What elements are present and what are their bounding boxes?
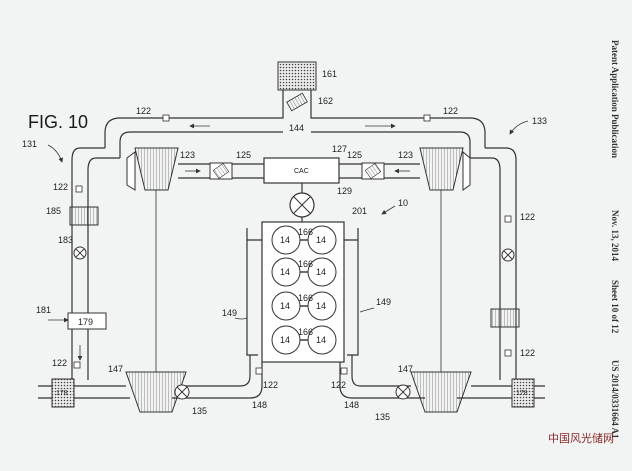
label-133: 133 bbox=[532, 116, 547, 126]
compressor-right bbox=[419, 147, 471, 191]
label-148-left: 148 bbox=[252, 400, 267, 410]
component-178-left bbox=[51, 378, 75, 408]
watermark: 中国风光储网 bbox=[548, 431, 614, 445]
label-122-ll: 122 bbox=[52, 358, 67, 368]
label-144: 144 bbox=[289, 123, 304, 133]
figure-label: FIG. 10 bbox=[28, 112, 88, 132]
label-129: 129 bbox=[337, 186, 352, 196]
label-147-left: 147 bbox=[108, 364, 123, 374]
cylinder-label: 14 bbox=[280, 267, 290, 277]
label-183: 183 bbox=[58, 235, 73, 245]
cylinder-label: 14 bbox=[316, 301, 326, 311]
label-185: 185 bbox=[46, 206, 61, 216]
label-10: 10 bbox=[398, 198, 408, 208]
cylinder-label: 14 bbox=[316, 235, 326, 245]
label-135-right: 135 bbox=[375, 412, 390, 422]
publication-title: Patent Application Publication bbox=[610, 40, 620, 158]
compressor-left bbox=[126, 147, 179, 191]
sensor-122-top-left bbox=[162, 114, 170, 122]
sensor-122-top-right bbox=[423, 114, 431, 122]
injector-label: 166 bbox=[298, 227, 313, 237]
label-147-right: 147 bbox=[398, 364, 413, 374]
sensor-122-right bbox=[504, 215, 512, 223]
cylinder-label: 14 bbox=[316, 335, 326, 345]
label-123-right: 123 bbox=[398, 150, 413, 160]
label-122-cr: 122 bbox=[331, 380, 346, 390]
component-right-185 bbox=[490, 308, 520, 328]
injector-label: 166 bbox=[298, 259, 313, 269]
label-149-left: 149 bbox=[222, 308, 237, 318]
component-185 bbox=[69, 206, 99, 226]
cylinder-label: 14 bbox=[280, 335, 290, 345]
label-125-left: 125 bbox=[236, 150, 251, 160]
cylinder-label: 14 bbox=[316, 267, 326, 277]
label-122-tr: 122 bbox=[443, 106, 458, 116]
sensor-122-left bbox=[75, 185, 83, 193]
label-178-left: 178 bbox=[56, 390, 68, 397]
side-header: Patent Application Publication Nov. 13, … bbox=[610, 40, 620, 439]
air-intake-filter bbox=[277, 61, 317, 112]
turbine-left bbox=[125, 371, 187, 413]
label-123-left: 123 bbox=[180, 150, 195, 160]
cylinder-label: 14 bbox=[280, 235, 290, 245]
sensor-122-center-right bbox=[340, 367, 348, 375]
cylinder-label: 14 bbox=[280, 301, 290, 311]
wastegate-135-left bbox=[174, 384, 190, 400]
label-161: 161 bbox=[322, 69, 337, 79]
sensor-122-right-low bbox=[504, 349, 512, 357]
label-181: 181 bbox=[36, 305, 51, 315]
label-122-r: 122 bbox=[520, 212, 535, 222]
label-179: 179 bbox=[78, 317, 93, 327]
label-149-right: 149 bbox=[376, 297, 391, 307]
sheet-number: Sheet 10 of 12 bbox=[610, 280, 620, 334]
turbine-right bbox=[410, 371, 472, 413]
wastegate-135-right bbox=[395, 384, 411, 400]
label-135-left: 135 bbox=[192, 406, 207, 416]
label-122-rl: 122 bbox=[520, 348, 535, 358]
intake-duct bbox=[104, 108, 486, 158]
label-201: 201 bbox=[352, 206, 367, 216]
injector-label: 166 bbox=[298, 327, 313, 337]
label-122-tl: 122 bbox=[136, 106, 151, 116]
publication-number: US 2014/0331664 A1 bbox=[610, 360, 620, 439]
engine-block bbox=[246, 221, 359, 363]
label-162: 162 bbox=[318, 96, 333, 106]
component-178-right bbox=[511, 378, 535, 408]
label-127: 127 bbox=[332, 144, 347, 154]
cac-label: CAC bbox=[294, 168, 309, 175]
label-122-l: 122 bbox=[53, 182, 68, 192]
sensor-122-left-low bbox=[73, 361, 81, 369]
left-loop bbox=[71, 147, 120, 392]
valve-right bbox=[501, 248, 515, 262]
throttle-129 bbox=[289, 192, 315, 218]
injector-label: 166 bbox=[298, 293, 313, 303]
sensor-122-center-left bbox=[255, 367, 263, 375]
valve-183 bbox=[73, 246, 87, 260]
label-148-right: 148 bbox=[344, 400, 359, 410]
publication-date: Nov. 13, 2014 bbox=[610, 210, 620, 262]
label-122-cl: 122 bbox=[263, 380, 278, 390]
right-loop bbox=[470, 147, 517, 392]
label-125-right: 125 bbox=[347, 150, 362, 160]
label-131: 131 bbox=[22, 139, 37, 149]
label-178-right: 178 bbox=[516, 390, 528, 397]
